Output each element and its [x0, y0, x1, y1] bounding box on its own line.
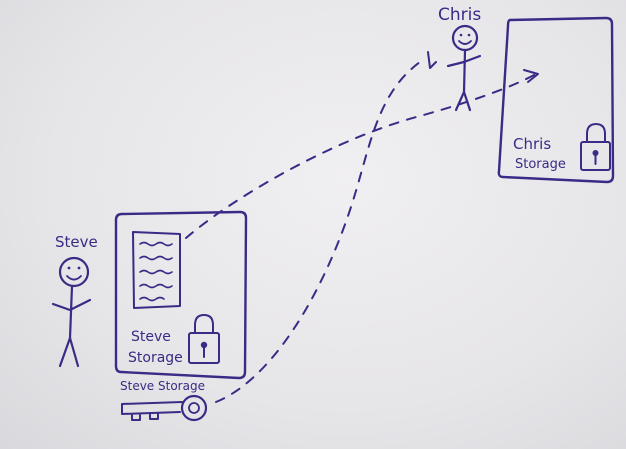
dashed-path-key-to-chris — [215, 61, 421, 403]
key-label: Steve Storage — [120, 379, 205, 393]
steve-document-icon — [132, 231, 181, 309]
dashed-connectors — [185, 51, 539, 403]
chris-figure: Chris — [438, 5, 482, 112]
steve-storage-box: Steve Storage — [114, 210, 248, 380]
chris-storage-box: Chris Storage — [497, 16, 615, 184]
arrowhead-to-chris-storage — [523, 69, 539, 83]
arrowhead-to-chris — [427, 51, 437, 69]
steve-figure: Steve — [51, 233, 98, 368]
steve-stick-figure-icon — [51, 256, 92, 368]
dashed-path-document-to-chris-storage — [185, 73, 537, 239]
steve-storage-label-line1: Steve — [131, 329, 171, 345]
chris-storage-label-line1: Chris — [513, 135, 551, 153]
key-icon — [121, 394, 208, 422]
chris-stick-figure-icon — [446, 24, 482, 112]
steve-name-label: Steve — [55, 233, 98, 251]
steve-key: Steve Storage — [120, 379, 208, 422]
steve-storage-label-line2: Storage — [128, 350, 183, 366]
chris-storage-label-line2: Storage — [515, 157, 566, 172]
chris-padlock-icon — [580, 123, 611, 171]
chris-name-label: Chris — [438, 5, 481, 25]
steve-padlock-icon — [188, 314, 220, 364]
